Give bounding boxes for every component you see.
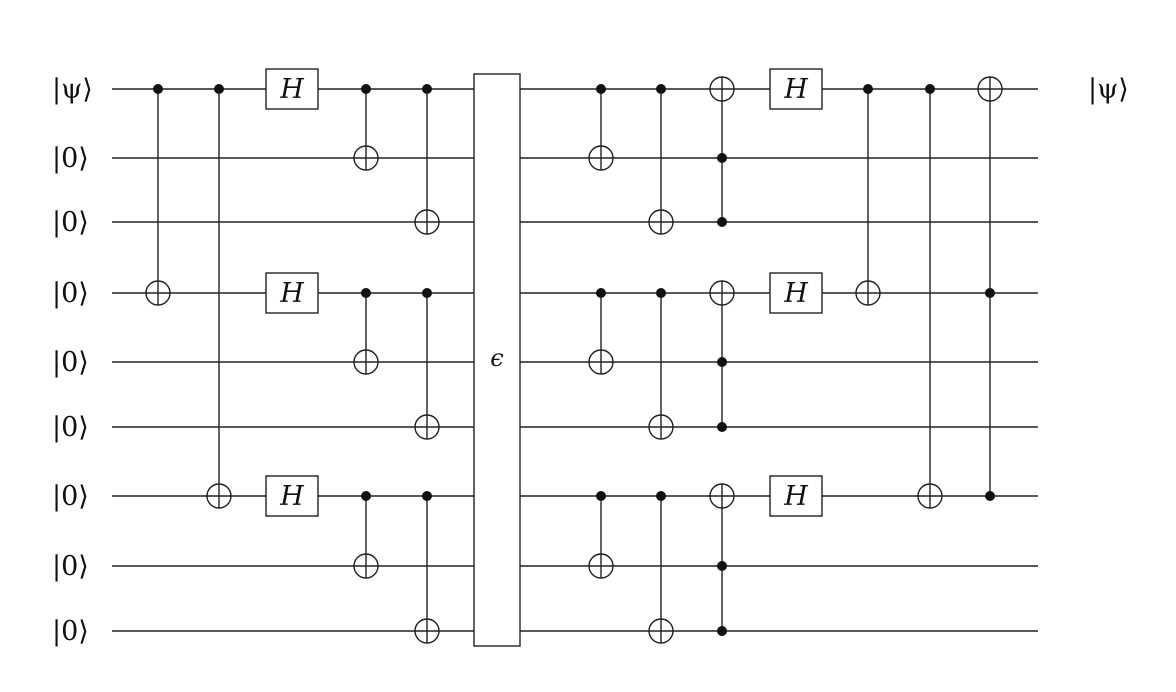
hadamard-gate: H [265, 272, 319, 314]
cnot-target [588, 145, 614, 171]
cnot-target [588, 349, 614, 375]
cnot-target [414, 209, 440, 235]
input-label-q4: |0⟩ [52, 347, 89, 378]
control-dot [361, 288, 371, 298]
noise-channel: ϵ [473, 73, 521, 647]
control-dot [717, 153, 727, 163]
control-dot [422, 84, 432, 94]
cnot-target [648, 209, 674, 235]
control-dot [717, 357, 727, 367]
hadamard-gate: H [265, 68, 319, 110]
input-label-q6: |0⟩ [52, 481, 89, 512]
control-dot [717, 561, 727, 571]
cnot-target [353, 349, 379, 375]
cnot-target [709, 280, 735, 306]
cnot-target [648, 618, 674, 644]
cnot-target [588, 553, 614, 579]
output-label-q0: |ψ⟩ [1088, 74, 1129, 105]
control-dot [656, 288, 666, 298]
control-dot [596, 288, 606, 298]
control-dot [656, 491, 666, 501]
cnot-target [414, 414, 440, 440]
input-label-q1: |0⟩ [52, 143, 89, 174]
control-dot [717, 422, 727, 432]
cnot-target [709, 76, 735, 102]
noise-channel-label: ϵ [490, 344, 503, 372]
cnot-target [414, 618, 440, 644]
hadamard-label: H [279, 278, 304, 309]
control-dot [361, 491, 371, 501]
cnot-target [855, 280, 881, 306]
control-dot [985, 491, 995, 501]
control-dot [214, 84, 224, 94]
cnot-target [353, 145, 379, 171]
hadamard-label: H [783, 278, 808, 309]
control-dot [925, 84, 935, 94]
control-dot [656, 84, 666, 94]
input-label-q2: |0⟩ [52, 207, 89, 238]
hadamard-label: H [279, 74, 304, 105]
control-dot [422, 491, 432, 501]
control-dot [985, 288, 995, 298]
hadamard-gate: H [769, 475, 823, 517]
control-dot [717, 217, 727, 227]
input-label-q5: |0⟩ [52, 412, 89, 443]
cnot-target [145, 280, 171, 306]
hadamard-gate: H [265, 475, 319, 517]
qubit-wires [112, 88, 1038, 632]
input-label-q8: |0⟩ [52, 616, 89, 647]
cnot-target [709, 483, 735, 509]
control-dot [422, 288, 432, 298]
cnot-target [648, 414, 674, 440]
cnot-target [977, 76, 1003, 102]
control-dot [153, 84, 163, 94]
hadamard-label: H [783, 74, 808, 105]
input-label-q7: |0⟩ [52, 551, 89, 582]
cnot-target [917, 483, 943, 509]
hadamard-label: H [783, 481, 808, 512]
hadamard-gate: H [769, 68, 823, 110]
hadamard-gate: H [769, 272, 823, 314]
control-dot [596, 491, 606, 501]
input-label-q0: |ψ⟩ [52, 74, 93, 105]
gate-connectors [157, 89, 991, 631]
qubit-labels: |ψ⟩ |0⟩ |0⟩ |0⟩ |0⟩ |0⟩ |0⟩ |0⟩ |0⟩ |ψ⟩ [52, 74, 1129, 647]
control-dot [863, 84, 873, 94]
cnot-target [206, 483, 232, 509]
control-dot [361, 84, 371, 94]
control-dot [596, 84, 606, 94]
hadamard-label: H [279, 481, 304, 512]
control-dot [717, 626, 727, 636]
input-label-q3: |0⟩ [52, 278, 89, 309]
cnot-target [353, 553, 379, 579]
